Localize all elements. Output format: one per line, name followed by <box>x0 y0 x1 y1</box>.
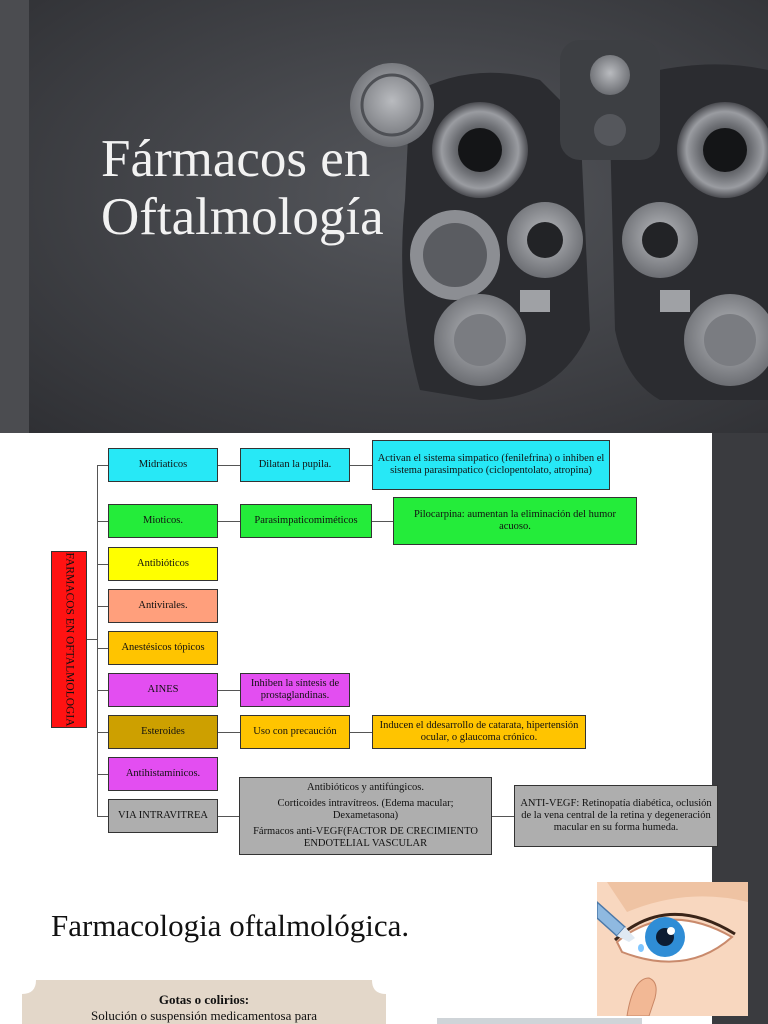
connector-esteroides <box>97 732 108 733</box>
section-title: Farmacologia oftalmológica. <box>51 908 410 943</box>
root-label: FARMACOS EN OFTALMOLOGIA <box>63 552 76 727</box>
title-slide: Fármacos en Oftalmología <box>0 0 768 433</box>
connector-antivirales <box>97 606 108 607</box>
connector-intravitrea <box>97 816 108 817</box>
connector-esteroides-risk <box>350 732 372 733</box>
category-label: AINES <box>147 684 179 695</box>
intravitrea-line-1: Antibióticos y antifúngicos. <box>307 782 424 793</box>
category-anestesicos: Anestésicos tópicos <box>108 631 218 665</box>
title-line-2: Oftalmología <box>101 188 384 246</box>
intravitrea-line-2: Corticoides intravítreos. (Edema macular… <box>277 798 454 821</box>
connector-antibioticos <box>97 564 108 565</box>
detail-text: Inhiben la síntesis de prostaglandinas. <box>250 678 340 701</box>
drops-card: Gotas o colirios: Solución o suspensión … <box>22 980 386 1024</box>
category-label: Antibióticos <box>137 558 189 569</box>
category-antivirales: Antivirales. <box>108 589 218 623</box>
connector-midriaticos <box>97 465 108 466</box>
category-label: Anestésicos tópicos <box>121 642 205 653</box>
root-node: FARMACOS EN OFTALMOLOGIA <box>51 551 87 728</box>
eye-drop-illustration <box>597 882 748 1016</box>
category-label: Antihistamínicos. <box>125 768 201 779</box>
category-esteroides: Esteroides <box>108 715 218 749</box>
connector-antivegf <box>492 816 514 817</box>
connector-mioticos-example <box>372 521 393 522</box>
category-label: Esteroides <box>141 726 185 737</box>
secondary-card <box>437 1018 642 1024</box>
connector-antihistaminicos <box>97 774 108 775</box>
connector-midriaticos-mechanism <box>350 465 372 466</box>
connector-anestesicos <box>97 648 108 649</box>
detail-text: ANTI-VEGF: Retinopatía diabética, oclusi… <box>520 798 712 833</box>
mioticos-effect: Parasimpaticomiméticos <box>240 504 372 538</box>
connector-mioticos <box>97 521 108 522</box>
category-antihistaminicos: Antihistamínicos. <box>108 757 218 791</box>
connector-aines-effect <box>218 690 240 691</box>
detail-text: Activan el sistema simpatico (fenilefrin… <box>377 453 605 476</box>
midriaticos-mechanism: Activan el sistema simpatico (fenilefrin… <box>372 440 610 490</box>
detail-text: Parasimpaticomiméticos <box>254 515 358 526</box>
connector-esteroides-caution <box>218 732 240 733</box>
intravitrea-line-3: Fármacos anti-VEGF(FACTOR DE CRECIMIENTO… <box>253 826 478 849</box>
esteroides-caution: Uso con precaución <box>240 715 350 749</box>
detail-text: Uso con precaución <box>253 726 337 737</box>
aines-effect: Inhiben la síntesis de prostaglandinas. <box>240 673 350 707</box>
detail-text: Inducen el ddesarrollo de catarata, hipe… <box>379 720 579 743</box>
category-label: Midriaticos <box>138 459 188 470</box>
slide-title: Fármacos en Oftalmología <box>101 130 384 246</box>
midriaticos-effect: Dilatan la pupila. <box>240 448 350 482</box>
connector-mioticos-effect <box>218 521 240 522</box>
connector-intravitrea-detail <box>218 816 239 817</box>
category-label: Mioticos. <box>143 515 183 526</box>
esteroides-risk: Inducen el ddesarrollo de catarata, hipe… <box>372 715 586 749</box>
category-midriaticos: Midriaticos <box>108 448 218 482</box>
intravitrea-detail: Antibióticos y antifúngicos. Corticoides… <box>239 777 492 855</box>
category-label: Antivirales. <box>138 600 188 611</box>
connector-aines <box>97 690 108 691</box>
category-label: VIA INTRAVITREA <box>118 810 208 821</box>
title-line-1: Fármacos en <box>101 130 371 188</box>
category-antibioticos: Antibióticos <box>108 547 218 581</box>
mioticos-example: Pilocarpina: aumentan la eliminación del… <box>393 497 637 545</box>
phoropter-image <box>0 0 768 433</box>
card-title: Gotas o colirios: <box>158 992 250 1007</box>
card-text: Solución o suspensión medicamentosa para <box>90 1008 317 1023</box>
antivegf-detail: ANTI-VEGF: Retinopatía diabética, oclusi… <box>514 785 718 847</box>
connector-trunk <box>97 465 98 816</box>
category-via-intravitrea: VIA INTRAVITREA <box>108 799 218 833</box>
category-mioticos: Mioticos. <box>108 504 218 538</box>
connector-root <box>87 639 97 640</box>
connector-midriaticos-effect <box>218 465 240 466</box>
detail-text: Dilatan la pupila. <box>258 459 332 470</box>
card-background <box>22 980 386 1024</box>
detail-text: Pilocarpina: aumentan la eliminación del… <box>413 509 617 532</box>
category-aines: AINES <box>108 673 218 707</box>
